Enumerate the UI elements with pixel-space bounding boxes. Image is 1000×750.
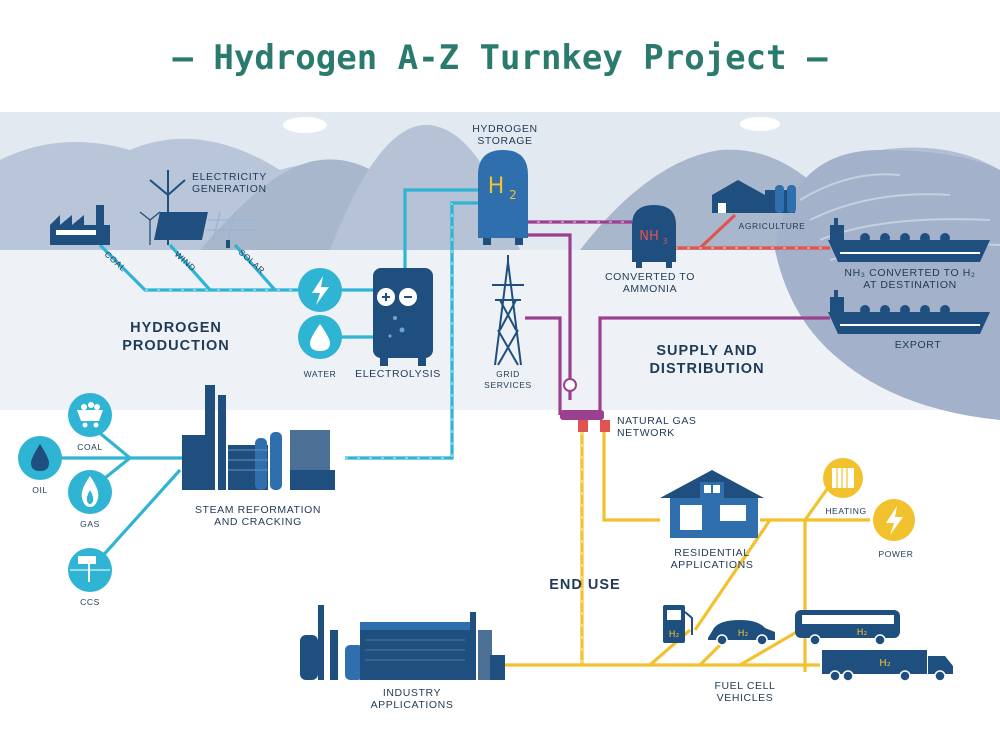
nh3-sub: 3 xyxy=(662,237,667,246)
agriculture-label: AGRICULTURE xyxy=(739,221,806,231)
truck-h2-label: H₂ xyxy=(879,658,891,669)
end-use-label: END USE xyxy=(549,577,620,593)
grid-services-group: GRID SERVICES xyxy=(484,255,532,390)
oil-drop-icon xyxy=(18,436,62,480)
nh3-converted-label-1: NH₃ CONVERTED TO H₂ xyxy=(844,267,975,279)
export-ship-icon xyxy=(828,290,990,334)
power-icon xyxy=(873,499,915,541)
tanker-ship-icon xyxy=(828,218,990,262)
heater-icon xyxy=(823,458,863,498)
natural-gas-label-1: NATURAL GAS xyxy=(617,415,697,427)
bus-icon: H₂ xyxy=(795,610,900,646)
page-title: — Hydrogen A-Z Turnkey Project — xyxy=(172,38,828,78)
fuel-cell-label-1: FUEL CELL xyxy=(714,680,775,692)
export-label: EXPORT xyxy=(895,339,942,351)
h2-tank-sub: 2 xyxy=(509,188,517,202)
grid-services-label-1: GRID xyxy=(496,369,520,379)
gas-valve-icon xyxy=(560,378,610,432)
coal-label: COAL xyxy=(77,442,103,452)
residential-group: RESIDENTIAL APPLICATIONS HEATING POWER xyxy=(660,458,915,571)
supply-distribution-group: SUPPLY AND DISTRIBUTION NATURAL GAS NETW… xyxy=(560,343,764,439)
bus-h2-label: H₂ xyxy=(857,628,868,638)
water-label: WATER xyxy=(304,369,337,379)
electrolysis-label: ELECTROLYSIS xyxy=(355,368,441,380)
h2-tank-label: H xyxy=(488,174,505,199)
gas-flame-icon xyxy=(68,470,112,514)
oil-label: OIL xyxy=(32,485,48,495)
house-icon xyxy=(660,470,764,538)
hydrogen-production-group: HYDROGEN PRODUCTION WATER xyxy=(122,268,441,380)
hydrogen-production-label-2: PRODUCTION xyxy=(122,338,229,354)
power-label: POWER xyxy=(878,549,913,559)
hydrogen-production-label-1: HYDROGEN xyxy=(130,320,222,336)
ccs-icon xyxy=(68,548,112,592)
converted-ammonia-label-2: AMMONIA xyxy=(623,283,677,295)
supply-distribution-label-1: SUPPLY AND xyxy=(656,343,757,359)
hydrogen-storage-label-2: STORAGE xyxy=(477,135,532,147)
truck-icon: H₂ xyxy=(822,650,953,682)
supply-distribution-label-2: DISTRIBUTION xyxy=(649,361,764,377)
converted-ammonia-label-1: CONVERTED TO xyxy=(605,271,695,283)
electricity-generation-label-1: ELECTRICITY xyxy=(192,171,267,183)
heating-label: HEATING xyxy=(825,506,866,516)
steam-reformation-label-2: AND CRACKING xyxy=(214,516,302,528)
flow-dashes xyxy=(145,203,830,665)
fossil-sources-group: COAL OIL GAS CCS xyxy=(18,393,112,607)
fuel-pump-icon: H₂ xyxy=(663,605,693,643)
nh3-tank-icon: NH 3 xyxy=(632,205,676,268)
grid-services-label-2: SERVICES xyxy=(484,380,532,390)
wind-turbine-icon xyxy=(139,170,186,245)
fuel-cell-vehicles-group: H₂ H₂ H₂ H₂ xyxy=(663,605,953,704)
lightning-icon xyxy=(298,268,342,312)
yellow-pipes xyxy=(505,432,870,672)
ammonia-group: NH 3 CONVERTED TO AMMONIA AGRICULTURE xyxy=(605,180,805,295)
power-pylon-icon xyxy=(492,255,524,366)
natural-gas-label-2: NETWORK xyxy=(617,427,675,439)
car-h2-label: H₂ xyxy=(738,629,749,639)
gas-label: GAS xyxy=(80,519,100,529)
farm-barn-icon xyxy=(712,180,796,213)
industry-label-1: INDUSTRY xyxy=(383,687,441,699)
coal-cart-icon xyxy=(68,393,112,437)
nh3-converted-label-2: AT DESTINATION xyxy=(863,279,957,291)
residential-label-1: RESIDENTIAL xyxy=(674,547,749,559)
residential-label-2: APPLICATIONS xyxy=(671,559,754,571)
hydrogen-storage-group: HYDROGEN STORAGE H 2 xyxy=(472,123,537,245)
nh3-label: NH xyxy=(639,229,659,244)
ccs-label: CCS xyxy=(80,597,100,607)
pump-h2-label: H₂ xyxy=(669,630,680,640)
industry-group: INDUSTRY APPLICATIONS xyxy=(300,605,505,711)
electricity-generation-label-2: GENERATION xyxy=(192,183,267,195)
hydrogen-storage-label-1: HYDROGEN xyxy=(472,123,537,135)
fuel-cell-label-2: VEHICLES xyxy=(717,692,774,704)
factory-icon xyxy=(300,605,505,680)
title-bar: — Hydrogen A-Z Turnkey Project — xyxy=(0,0,1000,112)
industry-label-2: APPLICATIONS xyxy=(371,699,454,711)
coal-factory-icon xyxy=(50,205,110,245)
refinery-plant-icon xyxy=(182,385,335,490)
car-icon: H₂ xyxy=(708,620,775,646)
electrolysis-tank-icon xyxy=(373,268,433,366)
water-drop-icon xyxy=(298,315,342,359)
steam-reformation-group: STEAM REFORMATION AND CRACKING xyxy=(182,385,335,528)
solar-panel-icon xyxy=(153,211,258,248)
steam-reformation-label-1: STEAM REFORMATION xyxy=(195,504,321,516)
ships-group: NH₃ CONVERTED TO H₂ AT DESTINATION EXPOR… xyxy=(828,218,990,351)
h2-storage-tank-icon: H 2 xyxy=(478,150,528,245)
magenta-pipes xyxy=(525,220,830,415)
